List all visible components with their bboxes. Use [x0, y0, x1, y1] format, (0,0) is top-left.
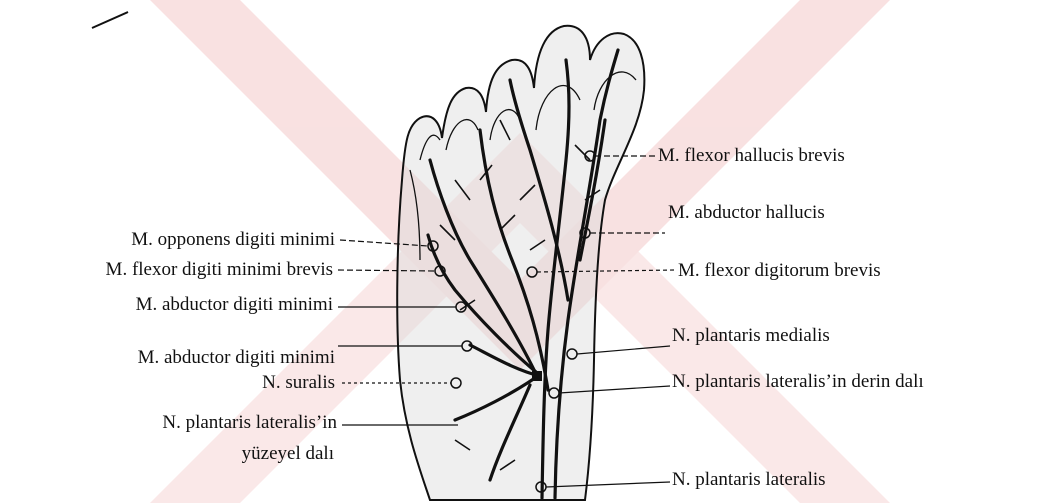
label-flexor-digiti-minimi-brevis: M. flexor digiti minimi brevis: [106, 259, 333, 281]
label-opponens-digiti-minimi: M. opponens digiti minimi: [131, 229, 335, 251]
label-plantaris-medialis: N. plantaris medialis: [672, 325, 830, 347]
label-plantaris-lateralis: N. plantaris lateralis: [672, 469, 826, 491]
label-plantaris-lateralis-yuzeyel-line1: N. plantaris lateralis’in: [162, 412, 337, 434]
suralis-marker: [532, 371, 542, 381]
label-abductor-hallucis: M. abductor hallucis: [668, 202, 825, 224]
label-plantaris-lateralis-yuzeyel-line2: yüzeyel dalı: [242, 443, 334, 465]
label-abductor-digiti-minimi-2: M. abductor digiti minimi: [138, 347, 335, 369]
stray-mark: [92, 12, 128, 28]
label-n-suralis: N. suralis: [262, 372, 335, 394]
label-flexor-hallucis-brevis: M. flexor hallucis brevis: [658, 145, 845, 167]
label-abductor-digiti-minimi-1: M. abductor digiti minimi: [136, 294, 333, 316]
label-plantaris-lateralis-derin: N. plantaris lateralis’in derin dalı: [672, 371, 924, 393]
label-flexor-digitorum-brevis: M. flexor digitorum brevis: [678, 260, 881, 282]
